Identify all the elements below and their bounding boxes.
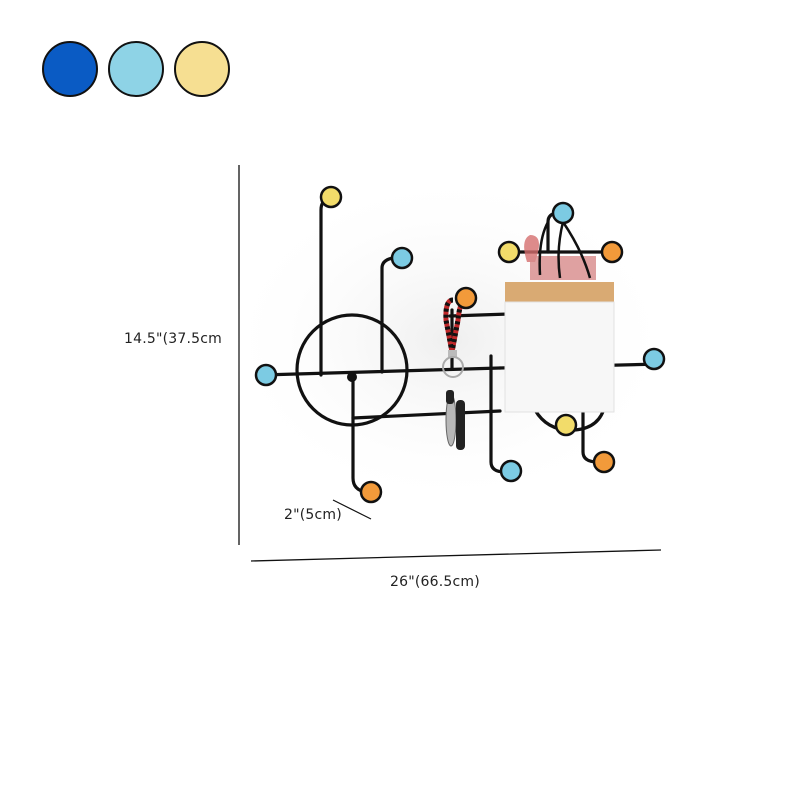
paper-bag [504, 221, 615, 413]
color-swatch-light-blue[interactable] [108, 41, 164, 97]
depth-dimension-line [332, 499, 372, 520]
hook-tips [254, 185, 666, 504]
color-swatch-yellow[interactable] [174, 41, 230, 97]
width-dimension-label: 26"(66.5cm) [390, 574, 480, 590]
color-swatch-blue[interactable] [42, 41, 98, 97]
height-dimension-label: 14.5"(37.5cm [124, 331, 222, 347]
keychain [442, 295, 468, 450]
width-dimension-line [250, 549, 662, 562]
depth-dimension-label: 2"(5cm) [284, 507, 342, 523]
wire-rack [260, 195, 662, 494]
